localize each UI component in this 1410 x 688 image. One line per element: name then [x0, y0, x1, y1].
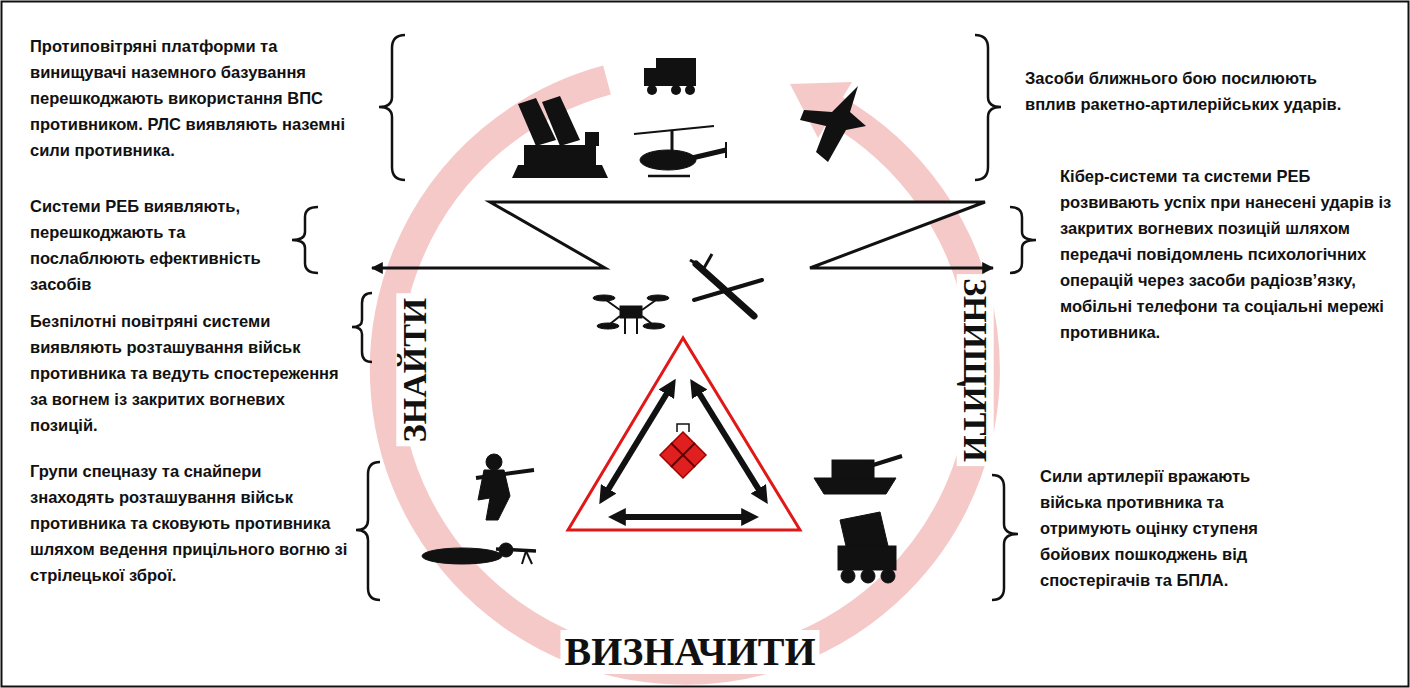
fighter-jet-icon: [800, 86, 866, 162]
cycle-arrow: [694, 385, 764, 498]
icon-part: [476, 470, 534, 478]
icon-part: [647, 85, 657, 95]
callout-text: Групи спецназу та снайпери знаходять роз…: [30, 458, 348, 588]
icon-part: [656, 58, 696, 86]
icon-part: [512, 165, 608, 178]
icon-part: [648, 175, 690, 178]
cycle-arrow: [615, 514, 752, 520]
target-symbol: [660, 432, 706, 478]
z-arrow: [372, 202, 993, 268]
uav-icon: [690, 254, 762, 316]
icon-part: [647, 295, 669, 301]
icon-part: [634, 126, 714, 134]
icon-part: [597, 323, 619, 329]
target-symbol-line: [671, 443, 695, 467]
icon-part: [694, 280, 762, 300]
icon-part: [524, 145, 596, 165]
icon-part: [526, 551, 532, 564]
icon-part: [832, 460, 874, 479]
cycle-arrow: [603, 385, 672, 498]
icon-part: [725, 142, 727, 158]
icon-part: [861, 569, 875, 583]
callout-text: Системи РЕБ виявляють, перешкоджають та …: [30, 193, 285, 297]
icon-part: [671, 85, 681, 95]
icon-part: [643, 323, 665, 329]
target-symbol-line: [671, 443, 695, 467]
icon-part: [644, 68, 656, 86]
icon-part: [620, 306, 642, 318]
icon-part: [838, 546, 896, 570]
icon-part: [585, 132, 599, 146]
icon-part: [606, 300, 620, 310]
icon-part: [486, 454, 502, 470]
icon-part: [704, 254, 712, 268]
icon-part: [870, 456, 902, 466]
phase-label: ЗНИЩИТИ: [956, 274, 993, 466]
icon-part: [542, 96, 580, 146]
icon-part: [685, 85, 695, 95]
quadcopter-icon: [593, 295, 669, 334]
cycle-ring: [385, 80, 985, 670]
phase-label: ЗНАЙТИ: [396, 294, 433, 447]
bracket: [992, 475, 1018, 600]
bracket: [356, 462, 380, 600]
rocket-launcher-icon: [838, 512, 896, 583]
target-symbol-mark: [677, 424, 689, 432]
howitzer-icon: [814, 456, 902, 494]
icon-part: [642, 300, 656, 310]
callout-text: Засоби ближнього бою посилюють вплив рак…: [1025, 65, 1365, 117]
icon-part: [636, 318, 638, 334]
bracket: [1010, 207, 1036, 273]
radar-truck-icon: [644, 58, 696, 95]
icon-part: [640, 150, 696, 170]
icon-part: [496, 549, 536, 551]
icon-part: [814, 478, 896, 494]
helicopter-icon: [634, 126, 726, 176]
callout-text: Безпілотні повітряні системи виявляють р…: [30, 308, 345, 438]
callout-text: Сили артилерії вражають війська противни…: [1040, 463, 1302, 593]
icon-part: [522, 551, 526, 564]
phase-label: ВИЗНАЧИТИ: [560, 630, 819, 674]
prone-sniper-icon: [422, 543, 536, 564]
bracket: [352, 293, 372, 362]
callout-text: Протиповітряні платформи та винищувачі н…: [30, 33, 365, 163]
icon-part: [593, 295, 615, 301]
icon-part: [841, 569, 855, 583]
icon-part: [671, 131, 674, 152]
icon-part: [692, 150, 726, 158]
icon-part: [690, 260, 704, 268]
brackets: [292, 35, 1036, 600]
bracket: [292, 207, 318, 273]
air-defense-icon: [512, 96, 608, 178]
bracket: [975, 35, 1001, 180]
icon-part: [840, 512, 888, 546]
bracket: [379, 35, 405, 180]
sniper-icon: [476, 454, 534, 520]
icon-part: [624, 318, 626, 334]
icon-part: [881, 569, 895, 583]
callout-text: Кібер-системи та системи РЕБ розвивають …: [1060, 163, 1398, 345]
icon-part: [422, 548, 502, 564]
icon-part: [800, 86, 866, 162]
target-triangle: [568, 338, 800, 530]
